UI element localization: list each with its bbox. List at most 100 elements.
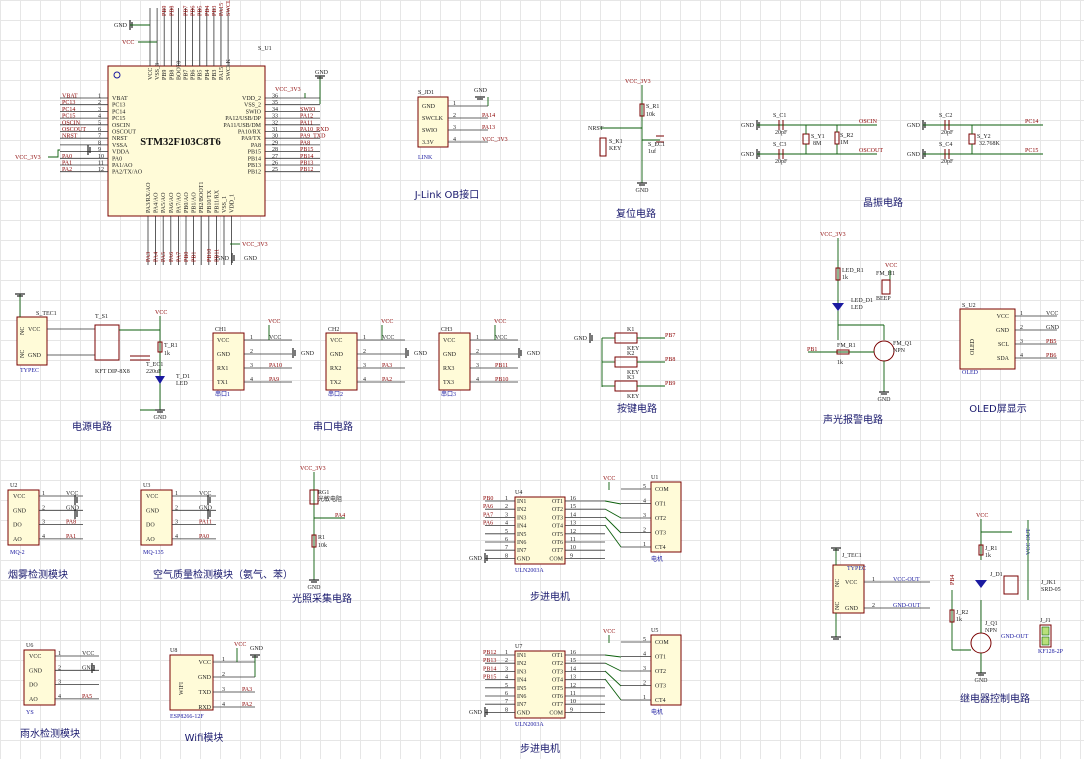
mcu-pin-name: PA8 <box>251 143 261 149</box>
pin-number: 8 <box>505 553 508 559</box>
component-value: NPN <box>893 348 906 354</box>
pin-number: 9 <box>570 553 573 559</box>
net-label: PA12 <box>300 114 313 120</box>
pin-name: VCC <box>13 494 25 500</box>
power-label: VCC <box>381 319 393 325</box>
component-value: 1k <box>985 553 991 559</box>
component-ref: FM_R1 <box>837 343 856 349</box>
net-label: PA3 <box>146 252 152 262</box>
ground-label: GND <box>975 678 989 684</box>
net-label: GND-OUT <box>893 603 921 609</box>
mcu-pin-name: VSS_1 <box>222 196 228 213</box>
mcu-pin-name: VCC <box>148 68 154 80</box>
section-title-keys: 按键电路 <box>617 402 657 415</box>
section-title-rain: 雨水检测模块 <box>20 727 80 740</box>
led-triangle <box>155 376 165 384</box>
power-label: VCC <box>603 476 615 482</box>
power-label: VCC <box>976 513 988 519</box>
pin-number: 1 <box>476 335 479 341</box>
key-switch <box>614 380 638 392</box>
power-label: VCC <box>155 310 167 316</box>
pin-number: 1 <box>1020 311 1023 317</box>
mcu-pin-number: 9 <box>98 147 101 153</box>
pin-number: 3 <box>505 512 508 518</box>
pin-number: 2 <box>476 349 479 355</box>
pin-number: 6 <box>505 691 508 697</box>
pin-number: 13 <box>570 675 576 681</box>
mcu-pin-number: 4 <box>98 114 101 120</box>
net-label: PB5 <box>1046 339 1056 345</box>
component-footer: YS <box>26 710 34 716</box>
pin-number: 3 <box>58 680 61 686</box>
component-value: KEY <box>609 146 622 152</box>
terminal-pin <box>1041 626 1050 636</box>
net-label: PB9 <box>162 6 168 16</box>
pin-name: DO <box>146 523 155 529</box>
pin-name: IN4 <box>517 524 526 530</box>
pin-number: 4 <box>505 521 508 527</box>
component-ref: K3 <box>627 375 634 381</box>
component-ref: K2 <box>627 351 634 357</box>
mcu-pin-name: NRST <box>112 136 128 142</box>
ground-label: GND <box>114 23 128 29</box>
wire <box>604 524 622 548</box>
pin-name: COM <box>655 640 669 646</box>
pin-name: GND <box>146 508 160 514</box>
mcu-pin-name: PB9 <box>162 70 168 80</box>
net-label: PA2 <box>242 702 252 708</box>
net-label: PB7 <box>665 333 675 339</box>
pin-number: 1 <box>250 335 253 341</box>
pin-number: 5 <box>643 484 646 490</box>
pin-number: 15 <box>570 504 576 510</box>
mcu-pin-number: 2 <box>98 100 101 106</box>
pin-name: IN1 <box>517 653 526 659</box>
mcu-pin-name: OSCIN <box>112 123 131 129</box>
mcu-pin-name: VDD_2 <box>242 96 261 102</box>
mcu-pin-name: PB8 <box>169 70 175 80</box>
net-label: NRST <box>62 134 78 140</box>
mcu-pin-name: PB2/BOOT1 <box>199 182 205 213</box>
ground-label: GND <box>907 152 921 158</box>
wire <box>604 516 622 534</box>
ground-label: GND <box>527 351 541 357</box>
net-label: PC13 <box>62 100 75 106</box>
pin-number: 3 <box>363 363 366 369</box>
mcu-pin-number: 34 <box>272 107 278 113</box>
component-value: KEY <box>627 346 640 352</box>
jlink-pin-name: GND <box>422 104 436 110</box>
pin-name: IN7 <box>517 548 526 554</box>
uart-body <box>325 332 358 391</box>
component-value: NPN <box>985 628 998 634</box>
jlink-pin-name: 3.3V <box>422 140 435 146</box>
component-ref: CH3 <box>441 327 452 333</box>
net-label: PB6 <box>191 6 197 16</box>
net-label: PA2 <box>62 167 72 173</box>
ground-label: GND <box>315 70 329 76</box>
resistor <box>836 349 850 355</box>
section-title-uart: 串口电路 <box>313 420 353 433</box>
component-ref: R1 <box>318 535 325 541</box>
ground-label: GND <box>474 88 488 94</box>
net-label: PB11 <box>214 249 220 262</box>
net-label: PA10_RXD <box>300 127 329 133</box>
pin-number: 2 <box>643 681 646 687</box>
net-label: PB8 <box>169 6 175 16</box>
mcu-pin-name: PA7/AO <box>176 192 182 213</box>
pin-name: IN7 <box>517 702 526 708</box>
component-value: 20pF <box>941 159 954 165</box>
pin-number: 3 <box>476 363 479 369</box>
mcu-ref: S_U1 <box>258 46 272 52</box>
ground-label: GND <box>301 351 315 357</box>
pin-name: OT2 <box>552 507 563 513</box>
pin-number: 5 <box>643 637 646 643</box>
component-value: TYPEC <box>20 368 39 374</box>
pin-number: 2 <box>1020 325 1023 331</box>
mcu-pin-name: PB6 <box>191 70 197 80</box>
component-value: 220uF <box>146 369 162 375</box>
component-ref: S_R2 <box>840 133 853 139</box>
net-label: VBAT <box>62 94 78 100</box>
pin-name: IN2 <box>517 507 526 513</box>
wifi-body-label: WIFI <box>179 682 185 695</box>
mcu-pin-name: VDD_1 <box>230 194 236 213</box>
pin-name: VCC <box>845 580 857 586</box>
